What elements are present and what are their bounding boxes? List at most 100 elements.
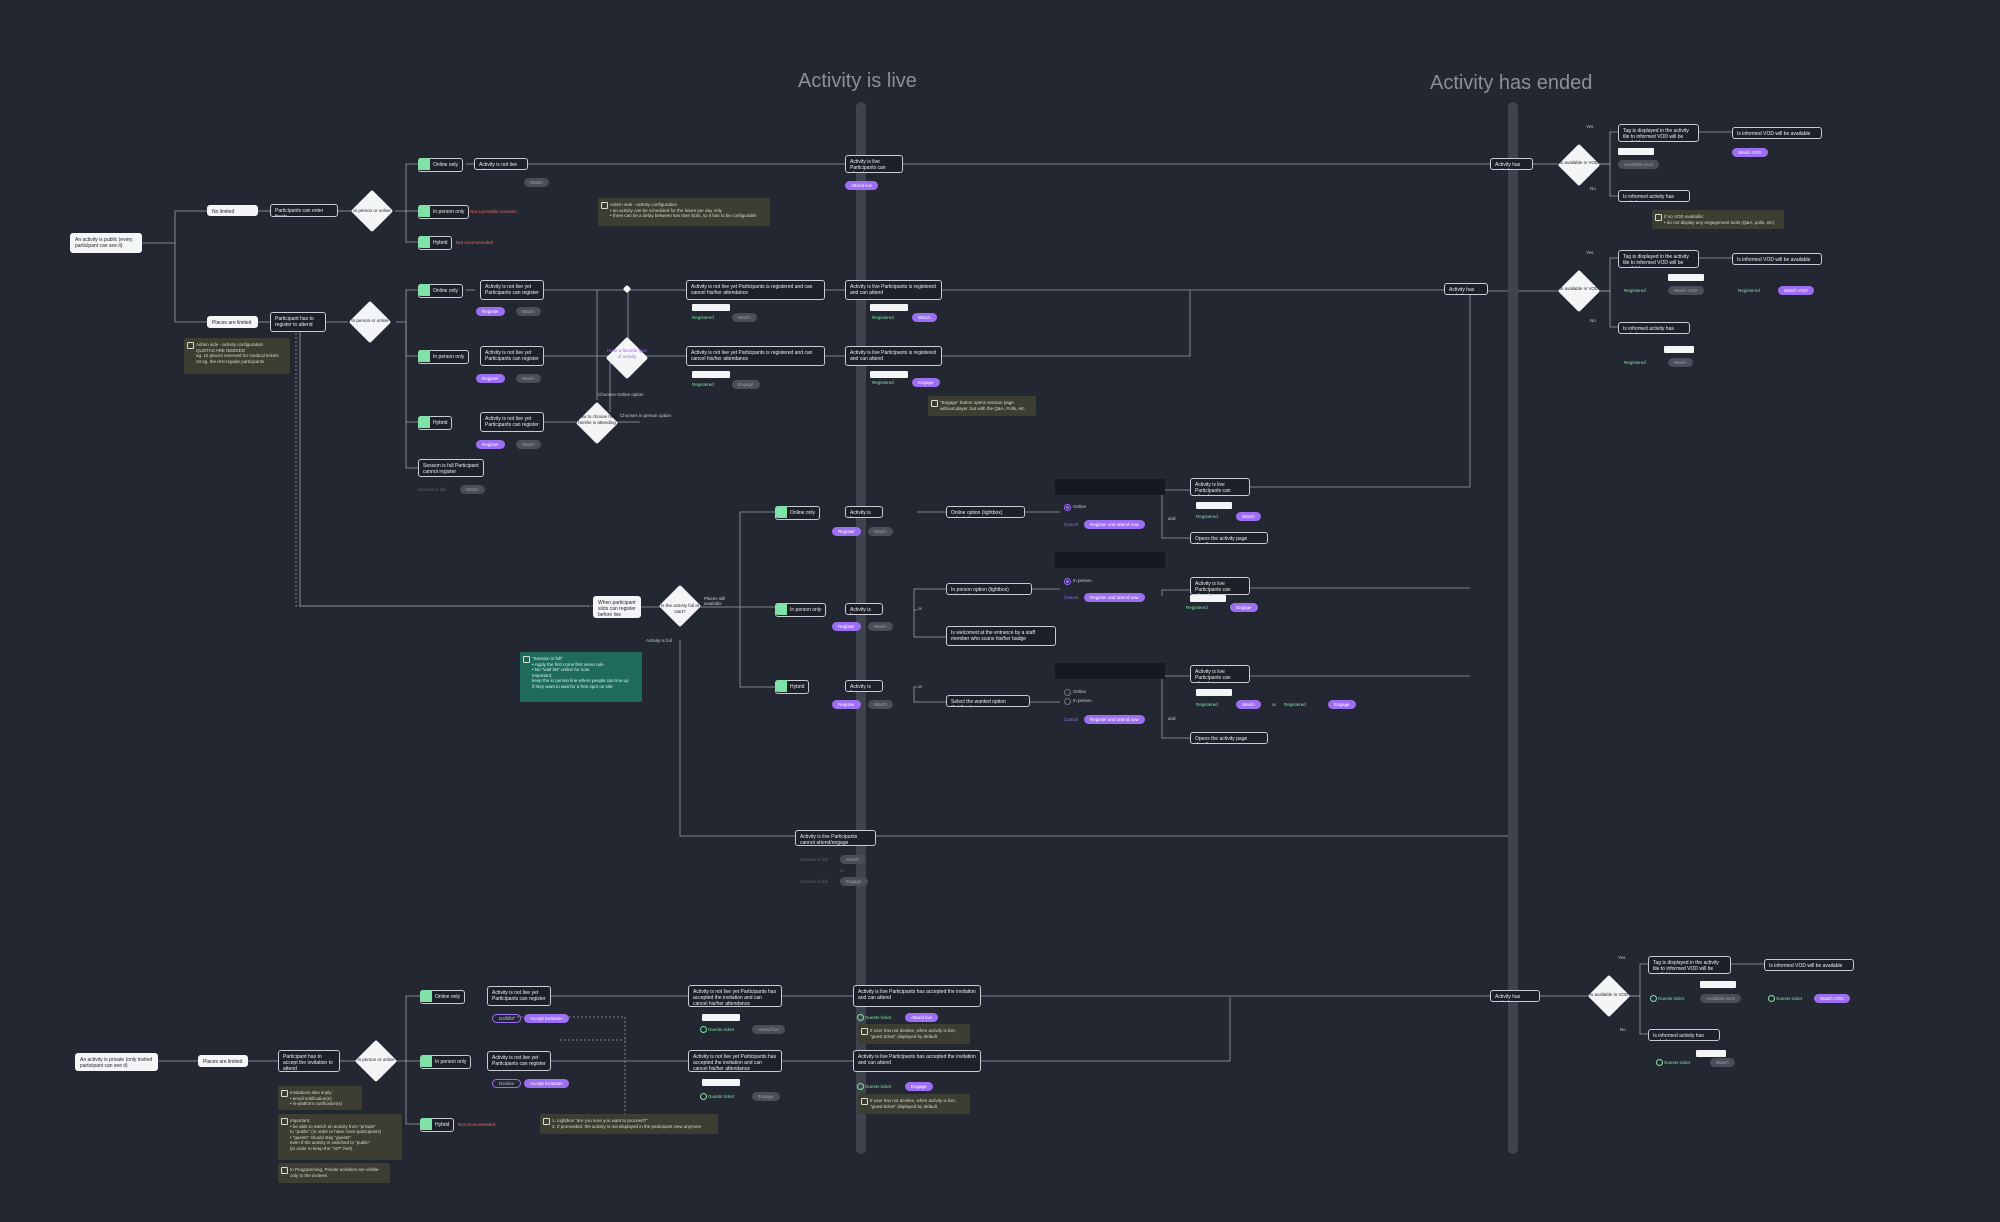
- register-attend-button[interactable]: Register and attend now: [1084, 593, 1145, 602]
- engage-disabled: Engage: [752, 1092, 780, 1101]
- cancel-link-bar[interactable]: [702, 1014, 740, 1021]
- live-attend-box-3: Activity is live Participants can attend: [1190, 577, 1250, 595]
- cancel-link[interactable]: Cancel: [1064, 595, 1079, 600]
- available-soon-pill: Available soon: [1700, 994, 1742, 1003]
- watch-button[interactable]: Watch: [1236, 700, 1261, 709]
- limited-box-private: Places are limited: [198, 1055, 248, 1067]
- guest-ticket-label: Guests ticket: [865, 1015, 892, 1020]
- radio-online[interactable]: [1064, 504, 1071, 511]
- available-soon-pill: Available soon: [1618, 160, 1660, 169]
- must-accept-box: Participant has to accept the invitation…: [278, 1050, 340, 1072]
- or-label: or: [840, 868, 845, 873]
- registered-label: Registered: [1196, 702, 1218, 707]
- engage-button[interactable]: Engage: [1230, 603, 1258, 612]
- tag-box-1: Tag is displayed in the activity tile to…: [1618, 124, 1699, 142]
- no-label: No: [1620, 1027, 1626, 1032]
- registered-attend-box-1: Activity is live Participants is registe…: [845, 280, 942, 300]
- attend-live-button[interactable]: Attend live: [845, 181, 879, 190]
- cancel-link-bar[interactable]: [692, 304, 730, 311]
- live-box-inperson: Activity is live: [845, 603, 883, 615]
- live-attend-box-1: Activity is live Participants can attend: [845, 155, 903, 173]
- cancel-link-bar[interactable]: [870, 371, 908, 378]
- can-register-box-1: Activity is not live yet Participants ca…: [480, 280, 544, 300]
- not-recommended-label: Not recommended: [458, 1122, 496, 1127]
- radio-online[interactable]: [1064, 689, 1071, 696]
- note-guest-decline: If user has not decline, when activity i…: [858, 1094, 970, 1114]
- informed-box-2: Is informed VOD will be available soon: [1732, 253, 1822, 265]
- column-header-ended: Activity has ended: [1430, 72, 1593, 94]
- mode-hybrid-2: Hybrid: [418, 416, 453, 430]
- note-text: If no VOD available: • do not display an…: [1664, 214, 1775, 225]
- cancel-link-bar[interactable]: [1196, 502, 1232, 509]
- decline-button[interactable]: Decline: [492, 1079, 522, 1088]
- accepted-cancel-box-2: Activity is not live yet Participants ha…: [688, 1050, 782, 1072]
- register-button[interactable]: Register: [476, 307, 505, 316]
- register-button[interactable]: Register: [832, 527, 861, 536]
- private-not-live-1: Activity is not live yet Participants ca…: [487, 986, 551, 1006]
- engage-button[interactable]: Engage: [905, 1082, 933, 1091]
- register-attend-button[interactable]: Register and attend now: [1084, 715, 1145, 724]
- registered-label: Registered: [692, 315, 714, 320]
- watch-vod-button[interactable]: Watch VOD: [1732, 148, 1768, 157]
- informed-ended-box-3: Is informed activity has ended: [1648, 1029, 1720, 1041]
- watch-vod-button[interactable]: Watch VOD: [1814, 994, 1850, 1003]
- mode-online-3: Online only: [775, 506, 821, 520]
- watch-disabled: Watch: [516, 374, 541, 383]
- register-button[interactable]: Register: [476, 440, 505, 449]
- mode-label: Online only: [433, 288, 459, 294]
- mode-label: Online only: [790, 510, 816, 516]
- registered-label: Registered: [1284, 702, 1306, 707]
- register-button[interactable]: Register: [832, 622, 861, 631]
- decision-label: In person or online: [353, 208, 391, 213]
- accepted-cancel-box-1: Activity is not live yet Participants ha…: [688, 985, 782, 1007]
- watch-disabled: Watch: [732, 313, 757, 322]
- watch-disabled: Watch: [524, 178, 549, 187]
- guest-check-icon: [700, 1026, 707, 1033]
- engage-button[interactable]: Engage: [912, 378, 940, 387]
- guest-ticket-label: Guests ticket: [865, 1084, 892, 1089]
- watch-button[interactable]: Watch: [912, 313, 937, 322]
- cancel-link-bar[interactable]: [702, 1079, 740, 1086]
- and-label: and: [1168, 516, 1176, 521]
- watch-vod-button[interactable]: Watch VOD: [1778, 286, 1814, 295]
- note-text: If user has not decline, when activity i…: [870, 1098, 957, 1109]
- note-vod: If no VOD available: • do not display an…: [1652, 210, 1784, 229]
- mode-label: Online only: [433, 162, 459, 168]
- radio-inperson[interactable]: [1064, 578, 1071, 585]
- mode-label: In person only: [433, 209, 465, 215]
- accept-invitation-button[interactable]: Accept invitation: [524, 1014, 569, 1023]
- cancel-link-bar[interactable]: [1190, 595, 1226, 602]
- radio-label: In person: [1073, 578, 1092, 583]
- register-button[interactable]: Register: [476, 374, 505, 383]
- registered-label: Registered: [1624, 360, 1646, 365]
- no-label: No: [1590, 186, 1596, 191]
- cancel-link[interactable]: Cancel: [1064, 522, 1079, 527]
- mode-hybrid-3: Hybrid: [775, 680, 810, 694]
- decline-button[interactable]: Decline: [492, 1014, 522, 1023]
- select-wanted-box: Select the wanted option (lightbox): [946, 695, 1030, 707]
- register-button[interactable]: Register: [832, 700, 861, 709]
- accept-invitation-button[interactable]: Accept invitation: [524, 1079, 569, 1088]
- cancel-link-bar[interactable]: [870, 304, 908, 311]
- informed-box-3: Is informed VOD will be available soon: [1764, 959, 1854, 971]
- cancel-link-bar[interactable]: [1196, 689, 1232, 696]
- radio-inperson[interactable]: [1064, 698, 1071, 705]
- watch-button[interactable]: Watch: [1236, 512, 1261, 521]
- mode-hybrid-4: Hybrid: [420, 1118, 455, 1132]
- can-register-box-2: Activity is not live yet Participants ca…: [480, 346, 544, 366]
- engage-button[interactable]: Engage: [1328, 700, 1356, 709]
- or-label: or: [918, 606, 923, 611]
- not-live-box-1: Activity is not live yet: [474, 158, 528, 170]
- live-attend-box-2: Activity is live Participants can attend: [1190, 478, 1250, 496]
- start-private: An activity is private (only invited par…: [75, 1053, 158, 1071]
- lightbox-online: [1055, 479, 1165, 495]
- cancel-link-bar[interactable]: [692, 371, 730, 378]
- decision-label: Is available in VOD: [1559, 286, 1599, 291]
- not-recommended-label: Not recommended: [456, 240, 494, 245]
- session-full-label: Session is full: [800, 857, 828, 862]
- register-attend-button[interactable]: Register and attend now: [1084, 520, 1145, 529]
- cannot-attend-box: Activity is live Participants cannot att…: [795, 830, 876, 846]
- cancel-link[interactable]: Cancel: [1064, 717, 1079, 722]
- attend-live-button[interactable]: Attend live: [905, 1013, 939, 1022]
- note-admin-quota: Admin side - activity configuration QUOT…: [184, 338, 290, 374]
